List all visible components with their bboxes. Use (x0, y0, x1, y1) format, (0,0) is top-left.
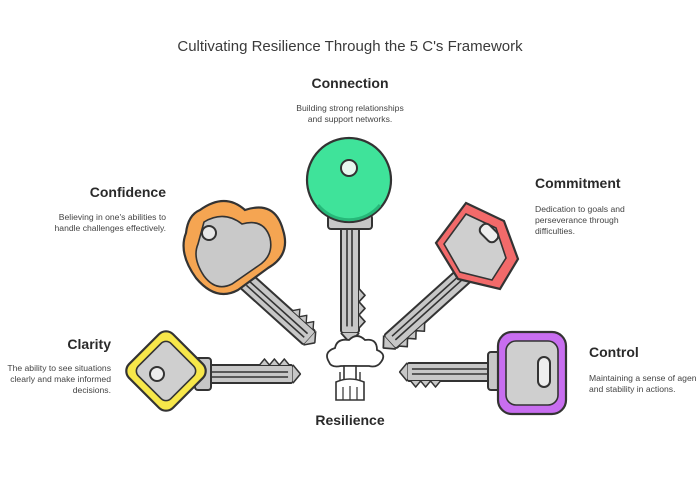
connection-description-line: Building strong relationships (296, 103, 404, 113)
confidence-key-icon (182, 199, 326, 351)
confidence-heading: Confidence (89, 184, 166, 200)
control-key-icon (398, 330, 568, 416)
commitment-description: Dedication to goals and perseverance thr… (535, 204, 695, 237)
control-description-line: and stability in actions. (589, 384, 676, 394)
confidence-description-line: Believing in one's abilities to (58, 212, 166, 222)
commitment-description-line: perseverance through (535, 215, 619, 225)
clarity-description: The ability to see situations clearly an… (0, 363, 111, 396)
clarity-description-line: decisions. (72, 385, 111, 395)
connection-description-line: and support networks. (307, 114, 393, 124)
commitment-heading: Commitment (535, 175, 621, 191)
commitment-description-line: difficulties. (535, 226, 575, 236)
connection-description: Building strong relationships and suppor… (250, 103, 450, 125)
diagram-title: Cultivating Resilience Through the 5 C's… (177, 38, 523, 55)
connection-heading: Connection (311, 75, 389, 91)
confidence-description: Believing in one's abilities to handle c… (20, 212, 166, 234)
confidence-description-line: handle challenges effectively. (54, 223, 166, 233)
control-description-line: Maintaining a sense of agen (589, 373, 697, 383)
control-description: Maintaining a sense of agen and stabilit… (589, 373, 700, 395)
commitment-key-icon (376, 201, 520, 361)
commitment-description-line: Dedication to goals and (535, 204, 625, 214)
clarity-key-icon (125, 330, 302, 412)
connection-key-icon (305, 136, 393, 344)
center-label: Resilience (315, 412, 385, 428)
clarity-description-line: clearly and make informed (10, 374, 111, 384)
control-heading: Control (589, 344, 639, 360)
clarity-description-line: The ability to see situations (7, 363, 111, 373)
mushroom-cloud-icon (326, 335, 385, 401)
clarity-heading: Clarity (67, 336, 111, 352)
